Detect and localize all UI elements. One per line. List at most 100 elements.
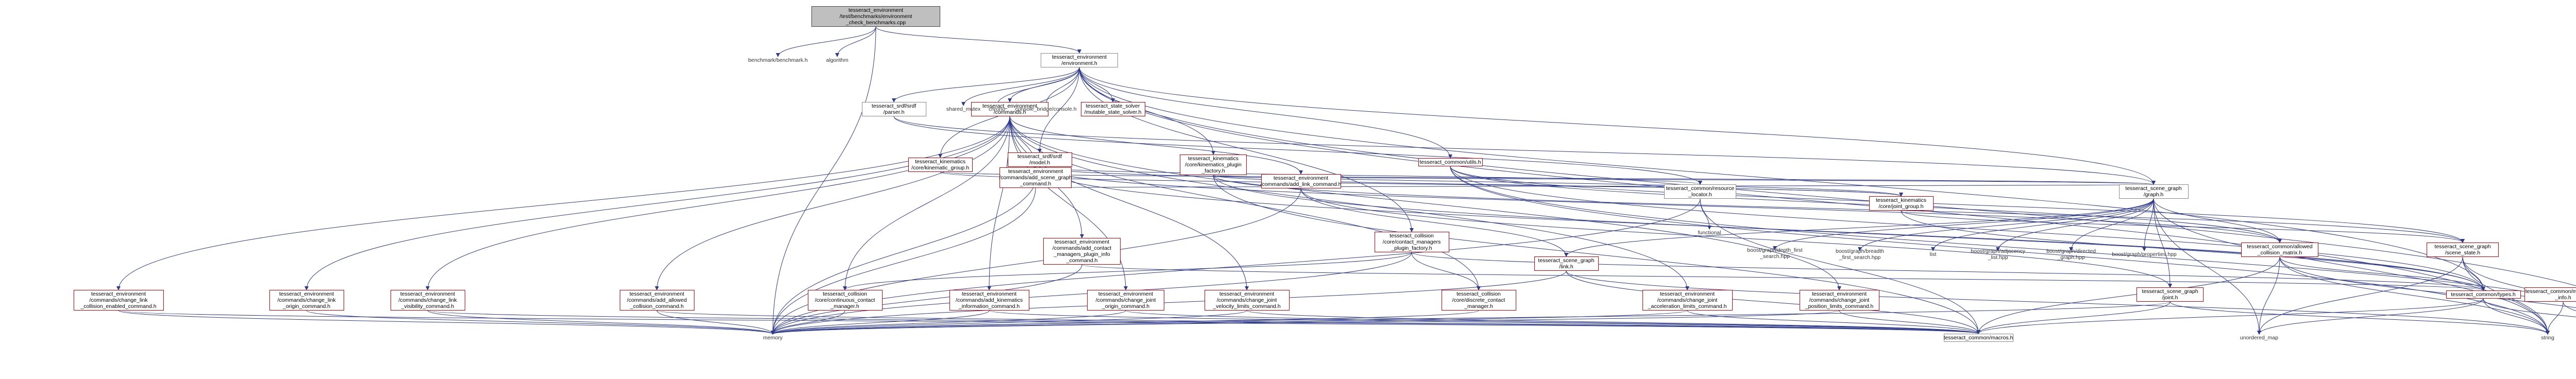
edge-c_origin-to-memory	[306, 310, 775, 335]
edge-utils-to-acm	[1450, 166, 2282, 243]
node-srdf_parser[interactable]: tesseract_srdf/srdf /parser.h	[861, 102, 926, 116]
node-memory: memory	[763, 335, 783, 341]
node-ac_cmd[interactable]: tesseract_environment /commands/add_allo…	[619, 290, 694, 311]
edge-utils-to-vector	[1450, 166, 2576, 300]
node-manip[interactable]: tesseract_common/manipulator _info.h	[2524, 287, 2576, 302]
edge-joint_grp-to-ctypes	[1901, 210, 2485, 291]
edge-acm-to-ctypes	[2279, 256, 2485, 291]
edge-link_cmd-to-memory	[771, 188, 1301, 335]
edge-cmds-to-ac_cmd	[655, 116, 1010, 290]
edge-acm-to-string	[2279, 256, 2550, 335]
node-algo: algorithm	[826, 57, 849, 63]
edge-sg_graph-to-props	[2142, 198, 2154, 251]
edge-envh-to-shared_mutex	[961, 67, 1080, 106]
edge-cjp-to-macros	[1839, 310, 1980, 334]
edge-root-to-bm	[776, 26, 876, 57]
node-cja[interactable]: tesseract_environment /commands/change_j…	[1642, 290, 1733, 311]
edge-c_enabled-to-memory	[118, 310, 775, 335]
node-mutable_state[interactable]: tesseract_state_solver /mutable_state_so…	[1080, 102, 1145, 116]
edge-manip-to-string	[2546, 301, 2564, 335]
edge-envh-to-chrono	[995, 67, 1080, 106]
node-aacm[interactable]: tesseract_environment /commands/add_cont…	[1043, 238, 1121, 265]
edge-envh-to-srdf_model	[1038, 67, 1080, 153]
node-macros[interactable]: tesseract_common/macros.h	[1943, 334, 2013, 342]
node-cmm[interactable]: tesseract_collision /core/contact_manage…	[1374, 232, 1449, 252]
edge-cjv-to-macros	[1246, 310, 1980, 334]
node-list: list	[1929, 251, 1937, 257]
edge-sg_state-to-umap	[2257, 256, 2463, 335]
node-root[interactable]: tesseract_environment /test/benchmarks/e…	[811, 6, 940, 27]
node-kin_plugin[interactable]: tesseract_kinematics /core/kinematics_pl…	[1180, 154, 1247, 175]
node-c_enabled[interactable]: tesseract_environment /commands/change_l…	[73, 290, 164, 311]
node-c_origin[interactable]: tesseract_environment /commands/change_l…	[269, 290, 344, 311]
node-bfs: boost/graph/breadth _first_search.hpp	[1836, 248, 1884, 261]
edge-cmds-to-akin_cmd	[987, 116, 1010, 290]
node-cjo[interactable]: tesseract_environment /commands/change_j…	[1087, 290, 1164, 311]
edge-cmds-to-link_cmd	[1009, 116, 1303, 175]
node-disc_cm[interactable]: tesseract_collision /core/discrete_conta…	[1441, 290, 1516, 311]
node-joint_grp[interactable]: tesseract_kinematics /core/joint_group.h	[1869, 196, 1934, 211]
edge-kin_plugin-to-sg_state	[1213, 175, 2465, 243]
node-adj: boost/graph/adjacency _list.hpp	[1971, 248, 2025, 261]
edge-cjo-to-memory	[771, 310, 1126, 335]
edge-sg_graph-to-dfs	[1773, 198, 2154, 250]
node-sg_state[interactable]: tesseract_scene_graph /scene_state.h	[2427, 243, 2499, 257]
node-utils[interactable]: tesseract_common/utils.h	[1418, 158, 1483, 166]
node-cjp[interactable]: tesseract_environment /commands/change_j…	[1799, 290, 1879, 311]
node-sg_graph[interactable]: tesseract_scene_graph /graph.h	[2119, 184, 2189, 199]
edge-ctypes-to-vector	[2483, 298, 2576, 318]
edge-envh-to-utils	[1079, 67, 1452, 159]
node-ctypes[interactable]: tesseract_common/types.h	[2446, 290, 2521, 299]
node-link_cmd[interactable]: tesseract_environment /commands/add_link…	[1260, 174, 1342, 188]
node-props: boost/graph/properties.hpp	[2112, 251, 2177, 257]
node-sg_link[interactable]: tesseract_scene_graph /link.h	[1534, 256, 1599, 271]
edge-sg_link-to-string	[1566, 270, 2550, 335]
edge-link_cmd-to-sg_link	[1300, 188, 1568, 257]
node-string: string	[2541, 335, 2554, 341]
node-cjv[interactable]: tesseract_environment /commands/change_j…	[1204, 290, 1290, 311]
node-sg_joint[interactable]: tesseract_scene_graph /joint.h	[2137, 287, 2204, 302]
node-akin_cmd[interactable]: tesseract_environment /commands/add_kine…	[949, 290, 1029, 311]
node-envh[interactable]: tesseract_environment /environment.h	[1041, 53, 1118, 67]
edge-cmm-to-cont_cm	[843, 252, 1412, 290]
node-cmds[interactable]: tesseract_environment /commands.h	[971, 102, 1048, 116]
node-c_vis[interactable]: tesseract_environment /commands/change_l…	[390, 290, 465, 311]
edge-manip-to-vector	[2563, 301, 2576, 311]
edge-cmm-to-ctypes	[1411, 252, 2485, 291]
node-chrono: chrono	[988, 106, 1006, 112]
edge-cmds-to-cja	[1009, 116, 1689, 290]
edge-root-to-algo	[835, 26, 876, 57]
edge-disc_cm-to-memory	[771, 310, 1479, 335]
edge-cmds-to-disc_cm	[1009, 116, 1481, 290]
edge-cmds-to-c_enabled	[116, 116, 1010, 290]
edge-acm-to-umap	[2257, 256, 2280, 335]
edge-cont_cm-to-memory	[771, 310, 845, 335]
node-asg_cmd[interactable]: tesseract_environment /commands/add_scen…	[999, 167, 1072, 188]
node-acm[interactable]: tesseract_common/allowed _collision_matr…	[2241, 243, 2318, 257]
edge-srdf_model-to-memory	[771, 166, 1040, 335]
edge-cmds-to-cjp	[1009, 116, 1841, 290]
edge-joint_grp-to-sg_state	[1901, 210, 2465, 243]
edge-srdf_parser-to-sg_graph	[893, 116, 2156, 185]
edge-akin_cmd-to-macros	[989, 310, 1980, 334]
node-resource[interactable]: tesseract_common/resource _locator.h	[1664, 184, 1736, 199]
edge-c_enabled-to-macros	[118, 310, 1980, 334]
edge-sg_link-to-memory	[771, 270, 1567, 335]
edge-kin_plugin-to-macros	[1213, 175, 1980, 334]
edge-sg_joint-to-macros	[1976, 301, 2171, 334]
edge-kin_plugin-to-ctypes	[1213, 175, 2485, 291]
edge-envh-to-ctypes	[1079, 67, 2485, 291]
edge-resource-to-functional	[1700, 198, 1711, 230]
node-console: console_bridge/console.h	[1015, 106, 1077, 112]
node-cont_cm[interactable]: tesseract_collision /core/continuous_con…	[807, 290, 883, 311]
node-srdf_model[interactable]: tesseract_srdf/srdf /model.h	[1007, 152, 1072, 167]
node-kin_group[interactable]: tesseract_kinematics /core/kinematic_gro…	[908, 158, 973, 172]
edge-c_vis-to-macros	[427, 310, 1980, 334]
edge-ac_cmd-to-memory	[656, 310, 775, 335]
edge-envh-to-console	[1044, 67, 1080, 106]
edge-sg_graph-to-sg_joint	[2153, 198, 2172, 288]
edge-cjo-to-macros	[1125, 310, 1980, 334]
edge-link_cmd-to-sg_joint	[1300, 188, 2172, 288]
